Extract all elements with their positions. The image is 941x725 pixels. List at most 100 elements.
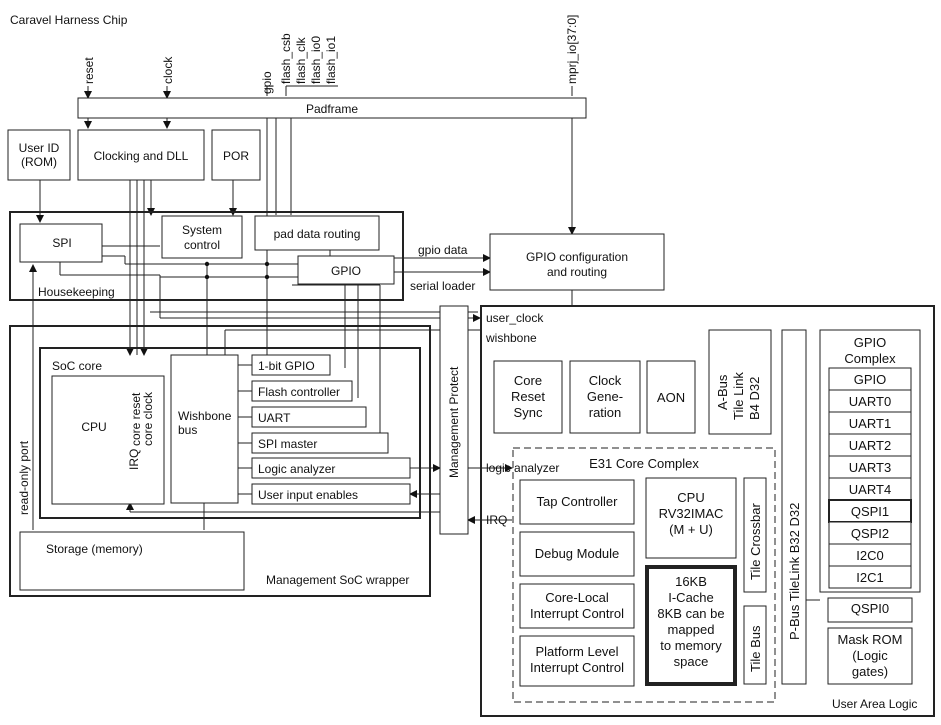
signal-mprj-io: mprj_io[37:0] [565, 15, 579, 84]
signal-gpio: gpio [260, 71, 274, 94]
user-area-box [480, 305, 935, 717]
aon-box [646, 360, 696, 434]
periph-user-input-enables: User input enables [258, 488, 358, 502]
system-control-line-1: System [182, 223, 222, 237]
soc-cpu-label: CPU [81, 420, 106, 434]
periph-box-2 [251, 406, 367, 428]
mask-rom-line-3: gates) [852, 664, 888, 679]
clock-generation-line-1: Clock [589, 373, 622, 388]
periph-box-4 [251, 457, 411, 479]
storage-label: Storage (memory) [46, 542, 143, 556]
gpio-complex-title-2: Complex [844, 351, 896, 366]
gpio-config-line-1: GPIO configuration [526, 250, 628, 264]
clocking-box [77, 129, 205, 181]
icache-line-3: 8KB can be [657, 606, 724, 621]
tap-box [519, 479, 635, 525]
icache-line-4: mapped [668, 622, 715, 637]
pad-data-routing-label: pad data routing [274, 227, 361, 241]
gpio-config-box [489, 233, 665, 291]
e31-cpu-line-3: (M + U) [669, 522, 713, 537]
mask-rom-line-2: (Logic [852, 648, 888, 663]
pbus-box [781, 329, 807, 685]
signal-flash-clk: flash_clk [294, 36, 308, 84]
signal-flash-csb: flash_csb [279, 33, 293, 84]
soc-core-label: SoC core [52, 359, 102, 373]
qspi0-label: QSPI0 [851, 601, 889, 616]
gpio-complex-item: UART0 [849, 394, 891, 409]
boxes [7, 97, 935, 717]
gpio-complex-item: UART1 [849, 416, 891, 431]
core-reset-sync-line-3: Sync [514, 405, 543, 420]
gpio-complex-item: GPIO [854, 372, 887, 387]
user-clock-label: user_clock [486, 311, 544, 325]
wishbone-bus-line-2: bus [178, 423, 197, 437]
aon-label: AON [657, 390, 685, 405]
icache-line-2: I-Cache [668, 590, 714, 605]
pbus-label: P-Bus TileLink B32 D32 [787, 503, 802, 640]
user-area-label: User Area Logic [832, 697, 917, 711]
por-label: POR [223, 149, 249, 163]
user-id-line-1: User ID [19, 141, 60, 155]
icache-line-1: 16KB [675, 574, 707, 589]
irq-label: IRQ [486, 513, 507, 527]
gpio-config-line-2: and routing [547, 265, 607, 279]
soc-core-box [39, 347, 421, 519]
abus-line-3: B4 D32 [747, 377, 762, 420]
gpio-complex-item: UART3 [849, 460, 891, 475]
hk-gpio-label: GPIO [331, 264, 361, 278]
icache-line-6: space [674, 654, 709, 669]
periph-flash-controller: Flash controller [258, 385, 340, 399]
cpu-box [51, 375, 165, 505]
plic-line-1: Platform Level [535, 644, 618, 659]
pad-data-routing-box [254, 215, 380, 251]
core-reset-sync-line-2: Reset [511, 389, 545, 404]
wires [29, 85, 820, 601]
gpio-data-label: gpio data [418, 243, 468, 257]
mgmt-protect-box [439, 305, 469, 535]
icache-box [645, 565, 737, 686]
soc-irq-label: IRQ [127, 449, 141, 470]
por-box [211, 129, 261, 181]
system-control-box [161, 215, 243, 259]
abus-box [708, 329, 772, 435]
e31-label: E31 Core Complex [589, 456, 699, 471]
periph-uart: UART [258, 411, 291, 425]
debug-box [519, 531, 635, 577]
gpio-complex-item: QSPI2 [851, 526, 889, 541]
core-reset-sync-box [493, 360, 563, 434]
plic-box [519, 635, 635, 687]
wishbone-bus-box [170, 354, 239, 504]
abus-line-2: Tile Link [731, 372, 746, 420]
periph-box-3 [251, 432, 389, 454]
user-id-box [7, 129, 71, 181]
mgmt-wrapper-label: Management SoC wrapper [266, 573, 409, 587]
mgmt-protect-label: Management Protect [447, 366, 461, 478]
padframe-label: Padframe [306, 102, 358, 116]
junction-dots [204, 261, 270, 280]
labels: Caravel Harness Chip reset clock gpio fl… [10, 13, 628, 587]
system-control-line-2: control [184, 238, 220, 252]
periph-box-5 [251, 483, 411, 505]
gpio-complex-item: QSPI1 [851, 504, 889, 519]
gpio-complex-list: GPIOUART0UART1UART2UART3UART4QSPI1QSPI2I… [828, 367, 912, 589]
housekeeping-label: Housekeeping [38, 285, 115, 299]
e31-box [512, 447, 776, 703]
icache-line-5: to memory [660, 638, 722, 653]
periph-box-1 [251, 380, 353, 402]
clock-generation-box [569, 360, 641, 434]
periph-1bit-gpio: 1-bit GPIO [258, 359, 315, 373]
storage-box [19, 531, 245, 591]
gpio-complex-item: I2C0 [856, 548, 883, 563]
qspi0-box [827, 597, 913, 623]
read-only-port-label: read-only port [17, 440, 31, 515]
tile-bus-label: Tile Bus [748, 625, 763, 672]
mask-rom-line-1: Mask ROM [838, 632, 903, 647]
mask-rom-box [827, 627, 913, 685]
user-id-line-2: (ROM) [21, 155, 57, 169]
clint-box [519, 583, 635, 629]
gpio-complex-item: UART2 [849, 438, 891, 453]
user-area-labels: Core Reset Sync Clock Gene- ration AON A… [511, 335, 902, 679]
spi-box [19, 223, 103, 263]
serial-loader-label: serial loader [410, 279, 475, 293]
